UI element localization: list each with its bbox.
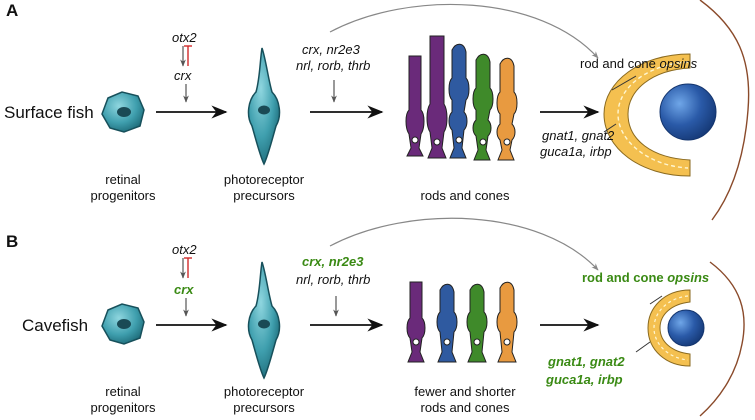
rods-and-cones (405, 35, 518, 161)
genes-label-line1-green: gnat1, gnat2 (548, 354, 625, 369)
stage-label-precursors-line1: photoreceptor (223, 172, 305, 187)
fewer-shorter-rods-and-cones (406, 281, 518, 363)
gene-label-crx: crx (174, 68, 192, 83)
cone-nucleus (479, 138, 487, 146)
panel-label-b: B (6, 232, 19, 251)
tf-label-line2: nrl, rorb, thrb (296, 58, 371, 73)
opsin-label: rod and cone opsins (580, 56, 697, 71)
stage-label-photoreceptors-line1: fewer and shorter (414, 384, 516, 399)
opsin-label-italic: opsins (667, 270, 710, 285)
stage-label-progenitors-line2: progenitors (90, 400, 156, 415)
opsin-label-prefix: rod and cone (582, 270, 668, 285)
stage-label-precursors-line1: photoreceptor (223, 384, 305, 399)
tf-label-line1: crx, nr2e3 (302, 42, 360, 57)
opsin-pointer (649, 295, 663, 305)
gene-label-crx-green: crx (174, 282, 194, 297)
gene-label-otx2: otx2 (172, 30, 197, 45)
stage-label-photoreceptors-line2: rods and cones (420, 400, 510, 415)
rod-nucleus (411, 136, 419, 144)
photoreceptor-precursor-cell (247, 261, 281, 380)
genes-label-line2: guca1a, irbp (540, 144, 612, 159)
panel-a (101, 0, 750, 221)
stage-label-precursors-line2: precursors (233, 400, 295, 415)
cone-nucleus (473, 338, 481, 346)
cavefish-eye (647, 261, 745, 417)
genes-label-line1: gnat1, gnat2 (542, 128, 615, 143)
gene-label-otx2: otx2 (172, 242, 197, 257)
stage-label-progenitors-line1: retinal (105, 384, 141, 399)
cone-nucleus (455, 136, 463, 144)
genes-pointer (635, 341, 651, 353)
cone-nucleus (503, 338, 511, 346)
regulation-arc (329, 217, 599, 271)
opsin-label-prefix: rod and cone (580, 56, 660, 71)
rod-nucleus (412, 338, 420, 346)
panel-b (101, 217, 745, 417)
row-label-surface-fish: Surface fish (4, 103, 94, 122)
retinal-progenitor-cell (101, 91, 145, 133)
genes-pointer (603, 123, 617, 133)
stage-label-photoreceptors: rods and cones (420, 188, 510, 203)
opsin-label-green: rod and cone opsins (582, 270, 709, 285)
retinal-progenitor-cell (101, 303, 145, 345)
regulation-arc (329, 3, 599, 59)
cone-nucleus (443, 338, 451, 346)
surface-fish-eye (603, 0, 750, 221)
tf-label-line1-green: crx, nr2e3 (302, 254, 364, 269)
row-label-cavefish: Cavefish (22, 316, 89, 335)
opsin-label-italic: opsins (659, 56, 698, 71)
rod-nucleus (433, 138, 441, 146)
cone-nucleus (503, 138, 511, 146)
stage-label-progenitors-line2: progenitors (90, 188, 156, 203)
tf-label-line2: nrl, rorb, thrb (296, 272, 371, 287)
stage-label-precursors-line2: precursors (233, 188, 295, 203)
stage-label-progenitors-line1: retinal (105, 172, 141, 187)
panel-label-a: A (6, 1, 19, 20)
opsin-pointer (611, 75, 637, 91)
photoreceptor-precursor-cell (247, 47, 281, 166)
genes-label-line2-green: guca1a, irbp (546, 372, 623, 387)
